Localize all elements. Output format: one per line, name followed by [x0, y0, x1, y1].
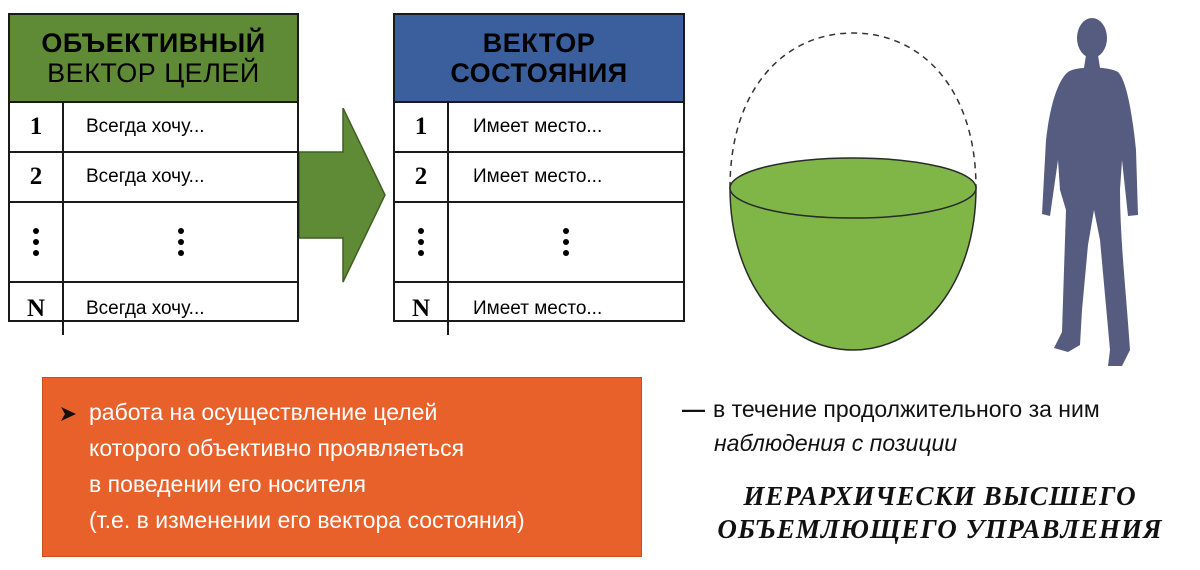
table-row: N Всегда хочу...: [10, 283, 297, 335]
table-row: N Имеет место...: [395, 283, 683, 335]
goal-header-line1: ОБЪЕКТИВНЫЙ: [41, 28, 266, 58]
vertical-ellipsis-icon: [418, 228, 424, 256]
description-line: работа на осуществление целей: [89, 399, 438, 425]
hierarchical-management-title: ИЕРАРХИЧЕСКИ ВЫСШЕГО ОБЪЕМЛЮЩЕГО УПРАВЛЕ…: [680, 480, 1200, 546]
row-number: 1: [395, 103, 449, 151]
row-number: N: [395, 283, 449, 335]
row-text: Всегда хочу...: [86, 116, 205, 137]
row-text: Всегда хочу...: [86, 298, 205, 319]
vertical-ellipsis-icon: [563, 228, 569, 256]
description-line: в поведении его носителя: [89, 471, 366, 497]
row-number: N: [10, 283, 64, 335]
vertical-ellipsis-icon: [33, 228, 39, 256]
emphasis-line2: ОБЪЕМЛЮЩЕГО УПРАВЛЕНИЯ: [717, 514, 1163, 544]
row-text: Всегда хочу...: [86, 166, 205, 187]
observation-note: — в течение продолжительного за ним наблю…: [682, 392, 1100, 460]
arrowhead-bullet-icon: [61, 407, 76, 421]
row-text: Имеет место...: [473, 166, 603, 187]
row-number: 2: [10, 153, 64, 201]
state-header-line1: ВЕКТОР: [482, 28, 596, 58]
description-line: которого объективно проявляеться: [89, 435, 465, 461]
state-vector-table: ВЕКТОР СОСТОЯНИЯ 1 Имеет место... 2 Имее…: [393, 13, 685, 335]
note-line1: в течение продолжительного за ним: [713, 396, 1100, 422]
goal-header-line2: ВЕКТОР ЦЕЛЕЙ: [47, 58, 260, 88]
ellipsis-row: [395, 203, 683, 283]
emphasis-line1: ИЕРАРХИЧЕСКИ ВЫСШЕГО: [743, 481, 1137, 511]
em-dash: —: [682, 396, 705, 422]
table-row: 2 Имеет место...: [395, 153, 683, 203]
row-text: Имеет место...: [473, 116, 603, 137]
state-table-header: ВЕКТОР СОСТОЯНИЯ: [395, 15, 683, 103]
state-header-line2: СОСТОЯНИЯ: [450, 58, 628, 88]
note-line2: наблюдения с позиции: [714, 430, 958, 456]
ellipsis-number: [395, 203, 449, 281]
goal-vector-table: ОБЪЕКТИВНЫЙ ВЕКТОР ЦЕЛЕЙ 1 Всегда хочу..…: [8, 13, 299, 335]
table-row: 1 Имеет место...: [395, 103, 683, 153]
table-row: 1 Всегда хочу...: [10, 103, 297, 153]
hemisphere-bowl-icon: [729, 32, 977, 351]
right-arrow-icon: [299, 108, 386, 283]
orange-description-box: работа на осуществление целей которого о…: [42, 377, 642, 557]
row-text: Имеет место...: [473, 298, 603, 319]
vertical-ellipsis-icon: [177, 228, 184, 256]
row-number: 2: [395, 153, 449, 201]
ellipsis-cell: [449, 203, 683, 281]
table-row: 2 Всегда хочу...: [10, 153, 297, 203]
ellipsis-cell: [64, 203, 297, 281]
description-line: (т.е. в изменении его вектора состояния): [89, 507, 525, 533]
ellipsis-number: [10, 203, 64, 281]
ellipsis-row: [10, 203, 297, 283]
row-number: 1: [10, 103, 64, 151]
person-silhouette-icon: [1042, 18, 1138, 366]
goal-table-header: ОБЪЕКТИВНЫЙ ВЕКТОР ЦЕЛЕЙ: [10, 15, 297, 103]
